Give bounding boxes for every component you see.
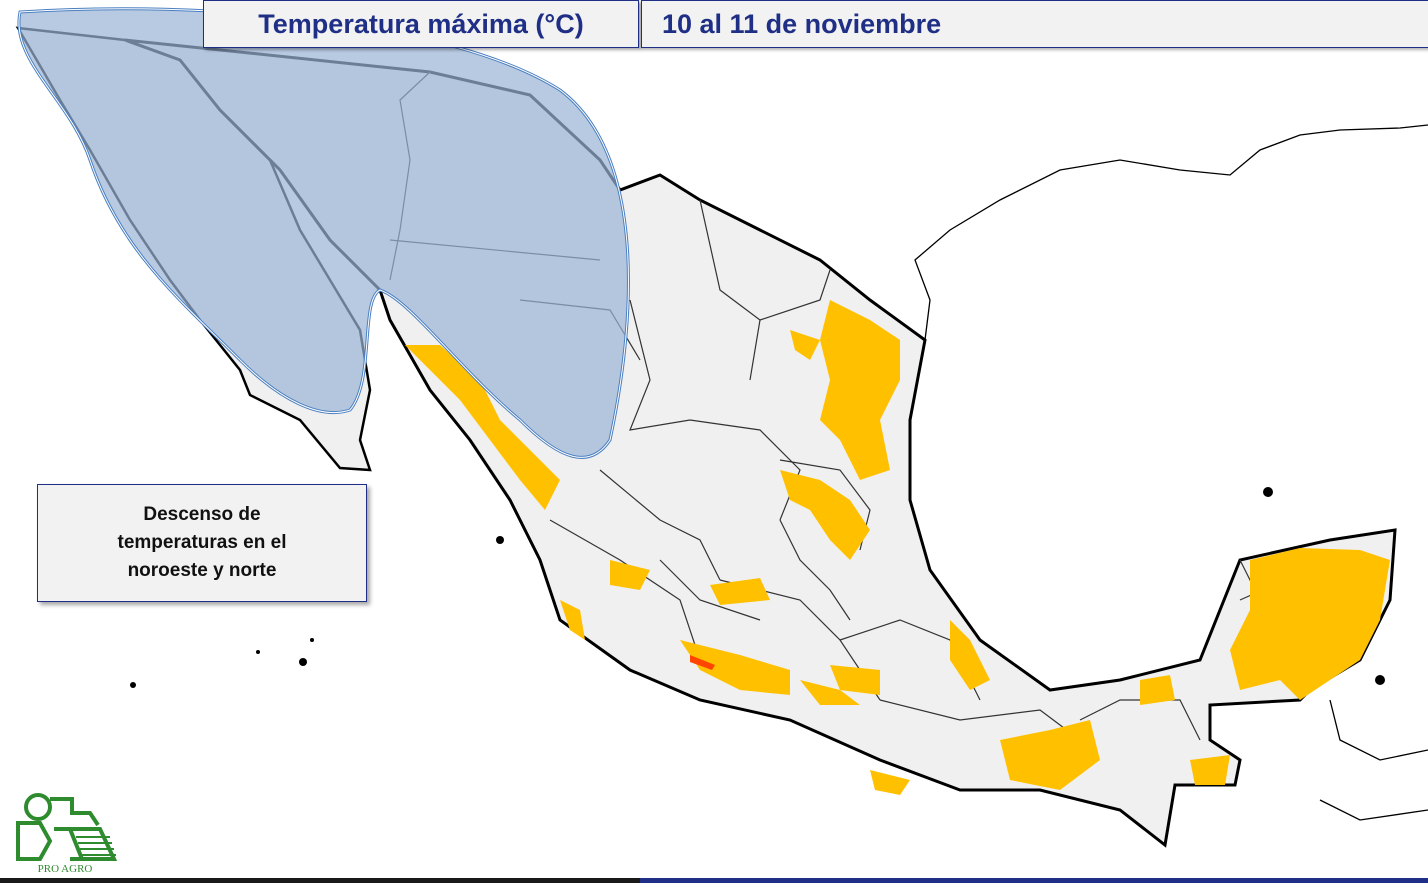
annotation-text: Descenso de temperaturas en el noroeste …	[117, 504, 287, 581]
date-range-banner: 10 al 11 de noviembre	[641, 0, 1428, 48]
central-america-outline	[1319, 699, 1428, 821]
map-title: Temperatura máxima (°C)	[203, 0, 639, 48]
highlight-region-northwest	[17, 7, 630, 459]
bottom-rule	[0, 878, 640, 883]
date-range-text: 10 al 11 de noviembre	[662, 8, 942, 39]
very-hot-zone	[690, 655, 715, 670]
bottom-rule-accent	[640, 878, 1428, 883]
map-title-text: Temperatura máxima (°C)	[258, 8, 584, 39]
us-coastline	[914, 124, 1428, 341]
hot-zones	[405, 300, 1390, 795]
logo-text: PRO AGRO	[38, 863, 93, 875]
islands	[130, 487, 1385, 688]
pro-agro-logo: PRO AGRO	[10, 781, 120, 877]
annotation-box: Descenso de temperaturas en el noroeste …	[37, 484, 367, 602]
